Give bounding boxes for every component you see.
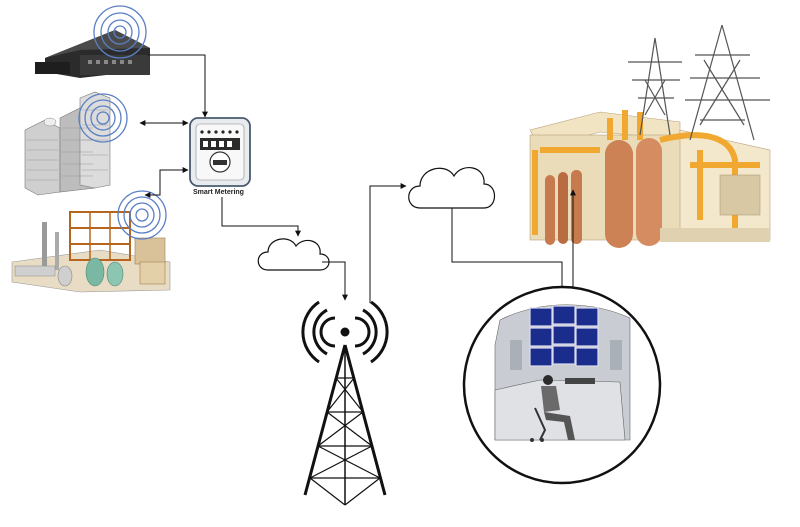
cell-tower-icon bbox=[301, 300, 389, 506]
refinery-plant bbox=[11, 211, 171, 293]
power-plant bbox=[529, 110, 771, 248]
wifi-icon bbox=[117, 190, 167, 240]
wifi-icon bbox=[93, 5, 147, 59]
smart-metering-label: Smart Metering bbox=[193, 189, 244, 196]
wifi-icon bbox=[78, 93, 128, 143]
office-towers bbox=[24, 91, 111, 196]
smart-meter-icon bbox=[189, 117, 251, 187]
cloud-icon bbox=[408, 167, 496, 209]
video-wall bbox=[529, 305, 599, 367]
transmission-tower-icon bbox=[628, 24, 770, 141]
control-room bbox=[462, 285, 662, 485]
cloud-icon bbox=[257, 238, 330, 271]
